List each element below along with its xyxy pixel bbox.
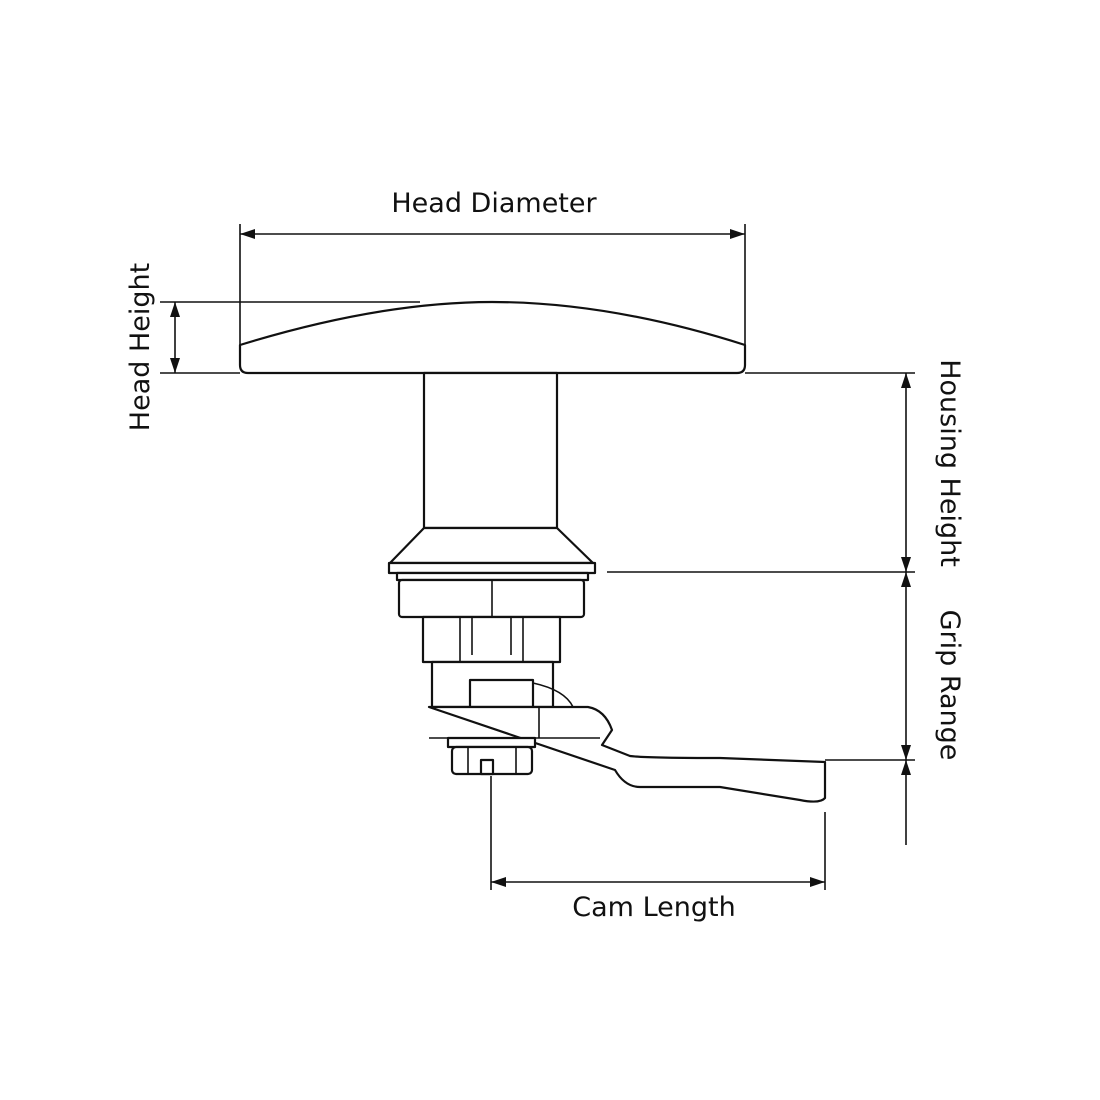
grip-range-label: Grip Range xyxy=(934,610,965,761)
lock-head xyxy=(238,300,747,375)
lock-housing-stem xyxy=(422,371,559,530)
lock-cone xyxy=(388,526,595,565)
housing-height-label: Housing Height xyxy=(934,359,965,567)
cam-arm xyxy=(427,705,827,803)
lock-part xyxy=(238,300,827,803)
cam-length-label: Cam Length xyxy=(572,892,735,923)
head-diameter-label: Head Diameter xyxy=(391,188,597,219)
lock-body xyxy=(421,615,562,664)
dimension-lines xyxy=(160,224,915,890)
head-height-label: Head Height xyxy=(125,263,156,431)
lock-flange xyxy=(387,561,597,575)
serrated-washer xyxy=(446,736,537,749)
